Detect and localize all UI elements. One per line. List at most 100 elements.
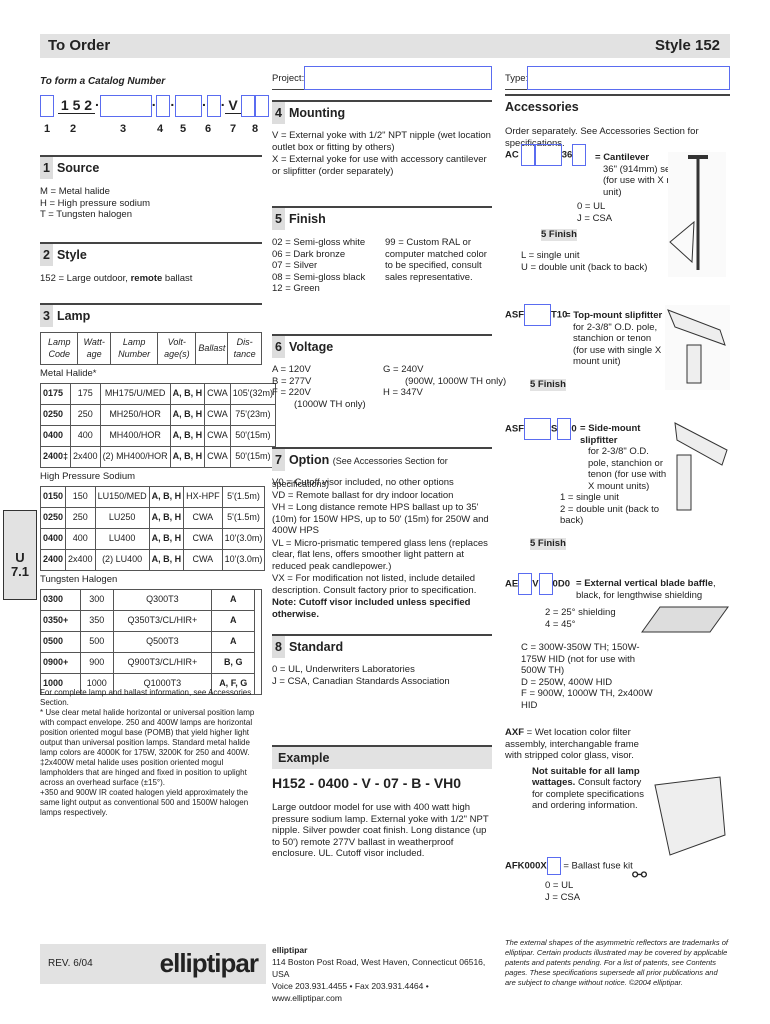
voltage-num: 6: [272, 336, 285, 358]
catalog-field-5[interactable]: [175, 95, 203, 117]
afk-field-standard[interactable]: [546, 857, 561, 875]
lamp-cell: 300: [79, 589, 114, 611]
asf-side-unit: 2 = double unit (back to back): [560, 503, 660, 527]
footer-contact: Voice 203.931.4455 • Fax 203.931.4464 • …: [272, 981, 429, 1003]
option-item: VL = Micro-prismatic tempered glass lens…: [272, 537, 488, 572]
ac-field-finish[interactable]: [534, 144, 562, 166]
catalog-field-8[interactable]: [254, 95, 269, 117]
source-item: H = High pressure sodium: [40, 197, 151, 209]
catalog-field-4[interactable]: [156, 95, 171, 117]
catalog-field-7[interactable]: [240, 95, 255, 117]
lamp-group-label: Tungsten Halogen: [40, 574, 118, 585]
lamp-cell: A, B, H: [169, 404, 206, 426]
mounting-title: Mounting: [288, 106, 346, 120]
lamp-empty-cell: [254, 589, 262, 695]
source-item: M = Metal halide: [40, 186, 110, 197]
asf-top-desc: for 2-3/8" O.D. pole, stanchion or tenon…: [573, 321, 662, 368]
ac-field-standard[interactable]: [572, 144, 587, 166]
ac-desc: 36" (914mm) setback (for use with X moun…: [603, 163, 693, 198]
ac-field-unit[interactable]: [520, 144, 535, 166]
lamp-cell: LU150/MED: [94, 486, 150, 508]
lamp-cell: (2) LU400: [94, 549, 150, 571]
catalog-field-1[interactable]: [40, 95, 54, 117]
axf-block: AXF = Wet location color filter assembly…: [505, 727, 655, 812]
ae-field-angle[interactable]: [538, 573, 553, 595]
lamp-cell: 2400: [39, 549, 67, 571]
lamp-column-header: Watt-age: [77, 332, 111, 365]
option-num: 7: [272, 449, 285, 471]
lamp-group-label: High Pressure Sodium: [40, 471, 136, 482]
catalog-fixed-style: 1 5 2: [57, 96, 96, 114]
type-field: Type:: [505, 66, 730, 90]
lamp-title: Lamp: [56, 309, 91, 323]
lamp-cell: 10'(3.0m): [221, 528, 266, 550]
top-slipfitter-illustration: [665, 305, 730, 390]
lamp-cell: 2400‡: [39, 446, 72, 468]
mounting-item: X = External yoke for use with accessory…: [272, 154, 487, 177]
catalog-field-3[interactable]: [99, 95, 152, 117]
type-input[interactable]: [527, 66, 730, 90]
ac-std: 0 = UL: [577, 201, 606, 212]
asf-top-field-finish[interactable]: [524, 304, 551, 326]
accessories-intro: Order separately. See Accessories Sectio…: [505, 126, 699, 149]
lamp-cell: 0400: [39, 425, 72, 447]
lamp-cell: 0175: [39, 383, 72, 405]
ae-angle: 4 = 45°: [545, 618, 576, 630]
lamp-cell: MH400/HOR: [99, 425, 171, 447]
lamp-notes: For complete lamp and ballast informatio…: [40, 688, 262, 818]
voltage-list-right: G = 240V(900W, 1000W TH only)H = 347V: [383, 364, 506, 399]
asf-side-field-finish[interactable]: [524, 418, 551, 440]
position-6: 6: [205, 123, 212, 135]
lamp-cell: 10'(3.0m): [221, 549, 266, 571]
finish-item: 12 = Green: [272, 283, 320, 294]
finish-item: 07 = Silver: [272, 260, 318, 271]
afk-desc: = Ballast fuse kit: [563, 860, 633, 872]
lamp-cell: 105'(32m): [229, 383, 277, 405]
lamp-cell: CWA: [183, 549, 223, 571]
afk-std: J = CSA: [545, 891, 581, 903]
axf-desc: = Wet location color filter assembly, in…: [505, 727, 639, 761]
lamp-cell: A, B, H: [148, 528, 185, 550]
catalog-field-6[interactable]: [206, 95, 221, 117]
asf-side-field-unit[interactable]: [557, 418, 572, 440]
lamp-cell: 0250: [39, 507, 67, 529]
axf-warning-detail: Consult factory for complete specificati…: [532, 777, 644, 811]
asf-side-name: Side-mount slipfitter: [580, 423, 641, 446]
asf-top-suffix: T10: [551, 309, 568, 321]
ac-std: J = CSA: [577, 212, 613, 224]
lamp-cell: A: [210, 589, 256, 611]
lamp-cell: LU250: [94, 507, 150, 529]
project-input[interactable]: [304, 66, 492, 90]
source-item: T = Tungsten halogen: [40, 209, 132, 220]
ae-suffix: 0D0: [552, 578, 570, 590]
ae-name: External vertical blade baffle: [584, 578, 714, 589]
voltage-note: (1000W TH only): [294, 398, 366, 410]
lamp-cell: HX-HPF: [183, 486, 223, 508]
project-label: Project:: [272, 73, 305, 84]
ac-finish-ref: 5 Finish: [541, 229, 577, 241]
lamp-cell: 0900+: [40, 652, 81, 674]
asf-side-mid: S: [551, 423, 558, 435]
lamp-cell: 0300: [40, 589, 81, 611]
finish-custom: 99 = Custom RAL or computer matched colo…: [385, 237, 487, 283]
ae-field-size[interactable]: [518, 573, 533, 595]
afk-std: 0 = UL: [545, 880, 574, 891]
option-subtitle: (See Accessories Section for specificati…: [272, 456, 448, 489]
